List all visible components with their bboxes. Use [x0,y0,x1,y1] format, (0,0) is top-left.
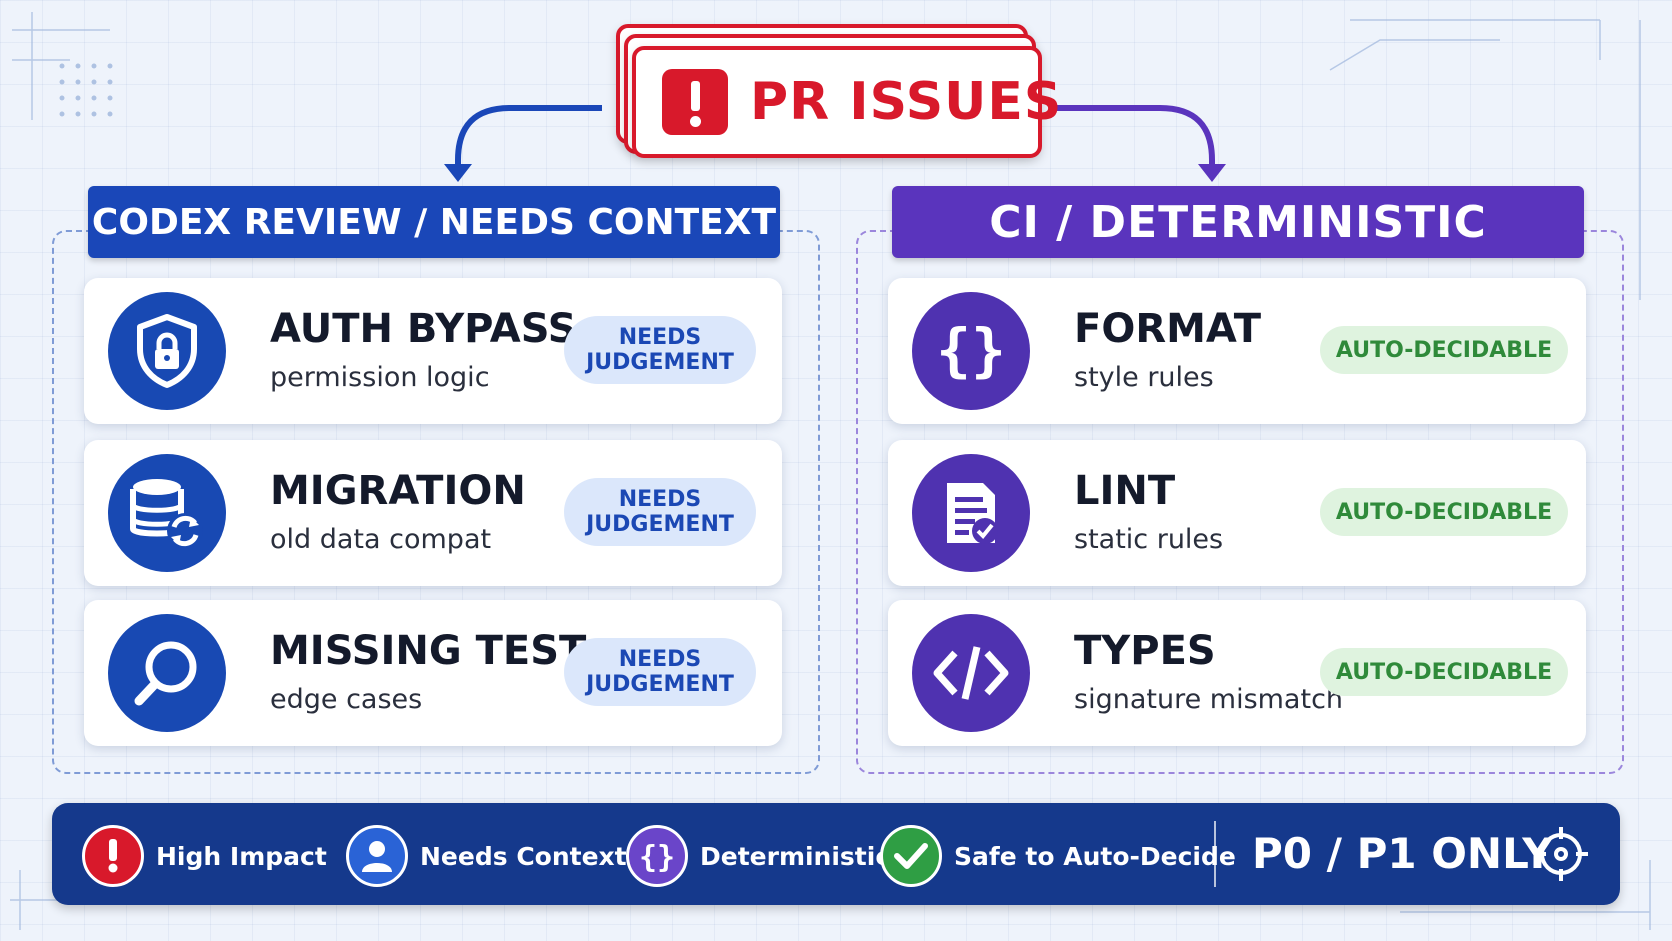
connector-arrows [444,105,1226,182]
issue-card-missing-test: MISSING TEST edge cases NEEDS JUDGEMENT [84,600,782,746]
curly-braces-icon: {} [626,825,688,887]
svg-text:{}: {} [639,840,675,875]
issue-card-types: TYPES signature mismatch AUTO-DECIDABLE [888,600,1586,746]
auto-decidable-badge: AUTO-DECIDABLE [1320,488,1568,536]
issue-title: LINT [1074,468,1176,514]
crosshair-icon [1534,827,1588,881]
issue-subtitle: style rules [1074,362,1214,393]
exclamation-icon [662,69,728,135]
issue-title: AUTH BYPASS [270,306,577,352]
checkmark-icon [880,825,942,887]
legend-label: Deterministic [700,841,891,871]
arrow-head-left [444,164,472,182]
legend-label: Safe to Auto-Decide [954,841,1236,871]
database-sync-icon [108,454,226,572]
auto-decidable-badge: AUTO-DECIDABLE [1320,326,1568,374]
issue-subtitle: edge cases [270,684,423,715]
legend-item-high-impact: High Impact [82,825,327,887]
arrow-head-right [1198,164,1226,182]
needs-judgement-badge: NEEDS JUDGEMENT [564,316,756,384]
code-tag-icon [912,614,1030,732]
issue-subtitle: signature mismatch [1074,684,1344,715]
legend-bar: High Impact Needs Context {} Determinist… [52,803,1620,905]
issue-subtitle: static rules [1074,524,1224,555]
legend-item-needs-context: Needs Context [346,825,627,887]
title-card: PR ISSUES [632,46,1061,158]
badge-line: NEEDS [618,487,702,512]
issue-card-format: {} FORMAT style rules AUTO-DECIDABLE [888,278,1586,424]
priority-scope-label: P0 / P1 ONLY [1252,829,1553,878]
issue-subtitle: old data compat [270,524,492,555]
issue-card-auth-bypass: AUTH BYPASS permission logic NEEDS JUDGE… [84,278,782,424]
auto-decidable-badge: AUTO-DECIDABLE [1320,648,1568,696]
curly-braces-icon: {} [912,292,1030,410]
issue-title: MISSING TEST [270,628,587,674]
legend-item-safe-auto: Safe to Auto-Decide [880,825,1236,887]
issue-title: MIGRATION [270,468,526,514]
badge-line: NEEDS [618,647,702,672]
magnifier-icon [108,614,226,732]
badge-line: JUDGEMENT [586,672,734,697]
user-icon [346,825,408,887]
legend-item-deterministic: {} Deterministic [626,825,890,887]
legend-divider [1214,821,1216,887]
issue-title: FORMAT [1074,306,1262,352]
ci-section-header: CI / DETERMINISTIC [892,186,1584,258]
issue-title: TYPES [1074,628,1216,674]
issue-card-migration: MIGRATION old data compat NEEDS JUDGEMEN… [84,440,782,586]
arrow-to-codex [455,105,602,170]
legend-label: High Impact [156,841,327,871]
badge-line: JUDGEMENT [586,350,734,375]
svg-text:{}: {} [936,316,1006,384]
badge-line: JUDGEMENT [586,512,734,537]
issue-card-lint: LINT static rules AUTO-DECIDABLE [888,440,1586,586]
arrow-to-ci [1056,105,1215,170]
issue-subtitle: permission logic [270,362,490,393]
legend-label: Needs Context [420,841,627,871]
exclamation-icon [82,825,144,887]
needs-judgement-badge: NEEDS JUDGEMENT [564,638,756,706]
codex-section-header: CODEX REVIEW / NEEDS CONTEXT [88,186,780,258]
needs-judgement-badge: NEEDS JUDGEMENT [564,478,756,546]
badge-line: NEEDS [618,325,702,350]
page-title: PR ISSUES [750,72,1063,132]
shield-lock-icon [108,292,226,410]
checklist-document-icon [912,454,1030,572]
